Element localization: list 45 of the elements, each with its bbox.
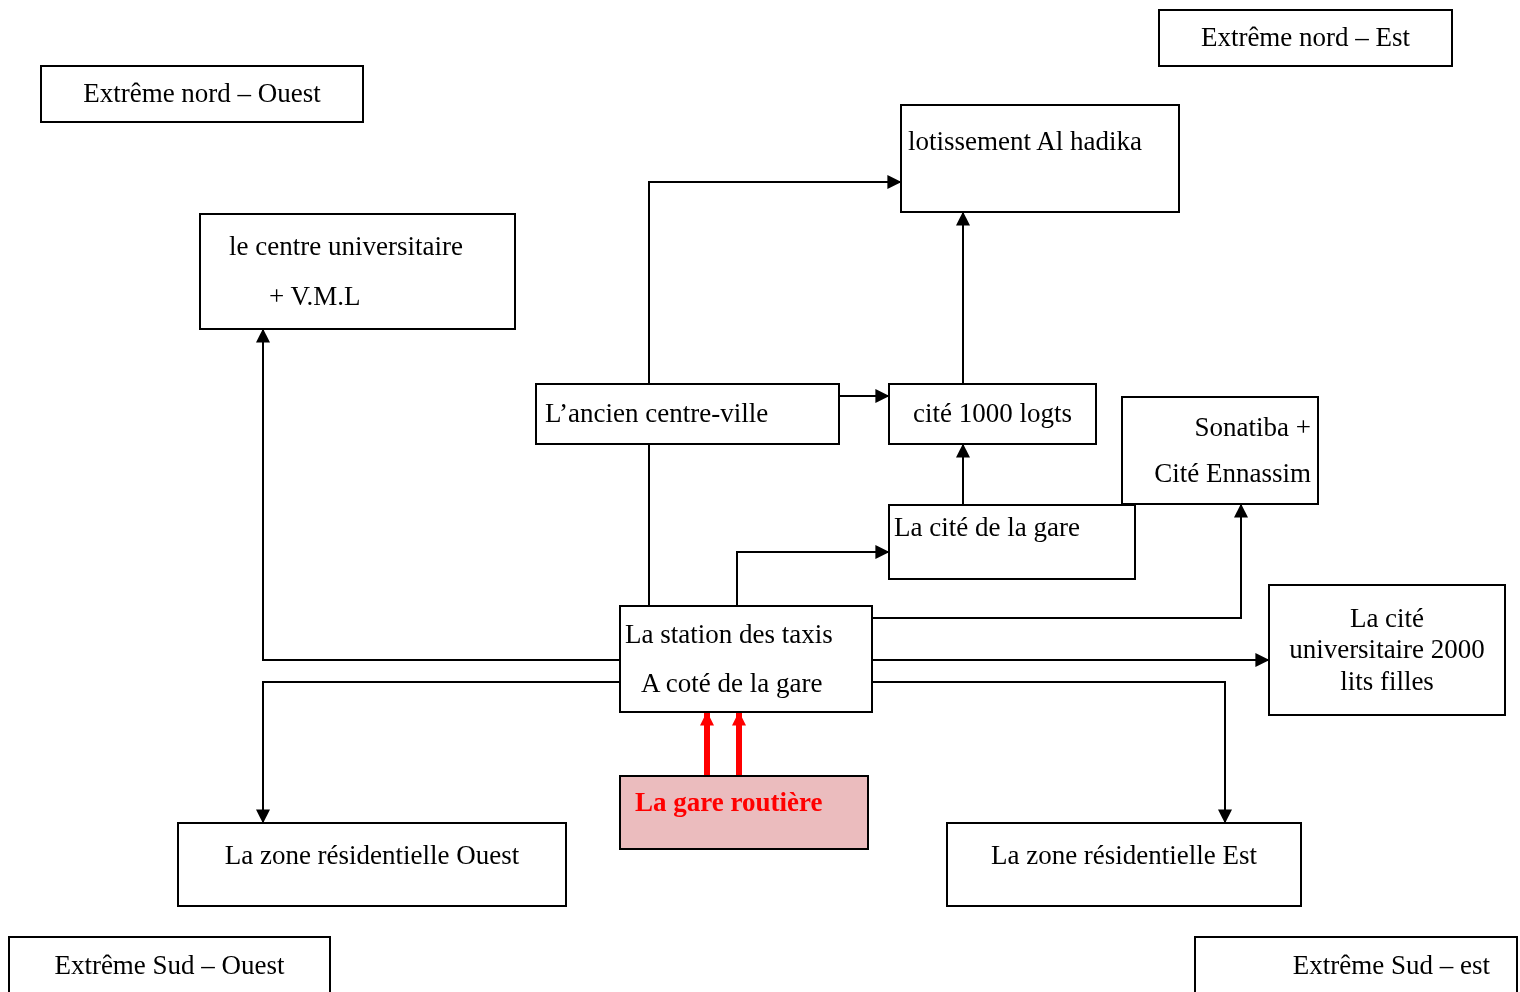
arrow — [648, 175, 902, 384]
place-box — [1158, 9, 1453, 67]
place-box — [888, 383, 1097, 445]
place-box — [199, 213, 516, 330]
place-name: La station des taxis — [625, 618, 833, 650]
place-name: Sonatiba + — [1194, 412, 1311, 444]
place-name: Extrême Sud – Ouest — [54, 950, 285, 982]
place-box — [619, 775, 869, 850]
place-name: La gare routière — [635, 787, 823, 819]
place-name: le centre universitaire — [229, 231, 463, 263]
place-name: Extrême Sud – est — [1292, 950, 1490, 982]
arrow — [736, 545, 890, 606]
place-name: La zone résidentielle Est — [990, 840, 1258, 872]
place-name: L’ancien centre-ville — [545, 398, 769, 430]
arrow — [732, 711, 746, 775]
place-box — [888, 504, 1136, 580]
arrow — [872, 503, 1248, 619]
place-name: cité 1000 logts — [913, 398, 1072, 430]
place-box — [1121, 396, 1319, 505]
place-box — [900, 104, 1180, 213]
place-name: lotissement Al hadika — [908, 126, 1142, 158]
place-name: Cité Ennassim — [1154, 457, 1311, 489]
place-name: + V.M.L — [268, 280, 361, 312]
arrow — [700, 711, 714, 775]
place-name: La zone résidentielle Ouest — [224, 840, 520, 872]
place-box — [177, 822, 567, 907]
place-box — [1194, 936, 1518, 992]
arrow — [872, 681, 1232, 824]
arrow — [956, 211, 970, 384]
place-box — [8, 936, 331, 992]
place-box — [1268, 584, 1506, 716]
place-box — [946, 822, 1302, 907]
place-box — [535, 383, 840, 445]
place-name: La cité universitaire 2000 lits filles — [1288, 603, 1486, 697]
arrow — [256, 328, 620, 661]
arrow — [956, 443, 970, 505]
place-name: Extrême nord – Est — [1200, 22, 1411, 54]
place-box — [40, 65, 364, 123]
place-box — [619, 605, 873, 713]
place-name: A coté de la gare — [640, 668, 823, 700]
arrow — [839, 389, 890, 403]
place-name: La cité de la gare — [894, 512, 1080, 544]
arrow — [256, 681, 620, 824]
arrow — [872, 653, 1270, 667]
place-name: Extrême nord – Ouest — [83, 78, 321, 110]
